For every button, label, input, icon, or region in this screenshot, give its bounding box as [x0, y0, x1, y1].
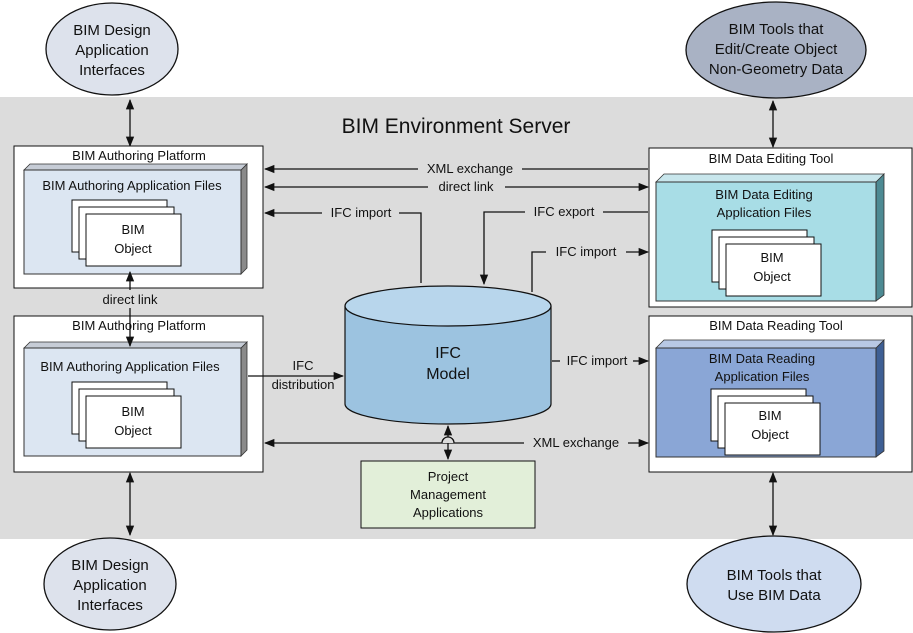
connection-lines [125, 164, 650, 461]
label-xml-exchange-top: XML exchange [427, 161, 513, 176]
ellipse-connectors [125, 98, 778, 537]
label-direct-link-top: direct link [439, 179, 494, 194]
authoring-top-files-title: BIM Authoring Application Files [42, 178, 222, 193]
server-title: BIM Environment Server [342, 115, 571, 138]
authoring-top-title: BIM Authoring Platform [72, 148, 206, 163]
editing-tool-title: BIM Data Editing Tool [709, 151, 834, 166]
authoring-platform-top: BIM Authoring Platform BIM Authoring App… [13, 145, 264, 289]
label-xml-exchange-bottom: XML exchange [533, 435, 619, 450]
label-ifc-export: IFC export [534, 204, 595, 219]
reading-tool-title: BIM Data Reading Tool [709, 318, 843, 333]
label-direct-link-vertical: direct link [103, 292, 158, 307]
connection-labels: XML exchange direct link IFC import IFC … [96, 161, 628, 450]
label-ifc-import-reading: IFC import [567, 353, 628, 368]
label-ifc-import-left: IFC import [331, 205, 392, 220]
authoring-bottom-files-title: BIM Authoring Application Files [40, 359, 220, 374]
label-ifc-import-editing: IFC import [556, 244, 617, 259]
authoring-platform-bottom: BIM Authoring Platform BIM Authoring App… [13, 315, 264, 473]
authoring-bottom-title: BIM Authoring Platform [72, 318, 206, 333]
